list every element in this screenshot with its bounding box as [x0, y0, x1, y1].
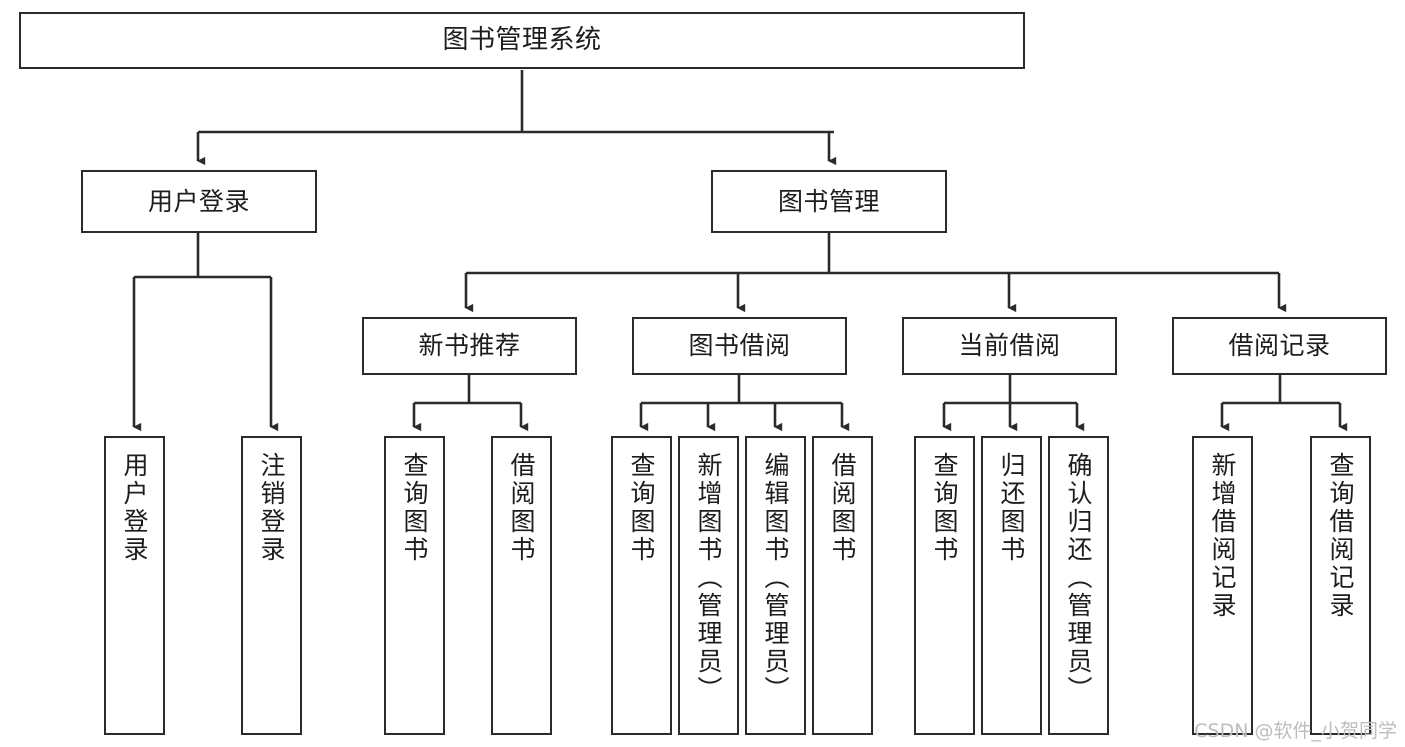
- node-label: 查询图书: [627, 452, 656, 564]
- node-leaf-query-book-3[interactable]: 查询图书: [914, 436, 975, 735]
- node-leaf-return-book[interactable]: 归还图书: [981, 436, 1042, 735]
- node-leaf-edit-book[interactable]: 编辑图书（管理员）: [745, 436, 806, 735]
- csdn-watermark: CSDN @软件_小贺同学: [1194, 720, 1397, 742]
- node-label: 图书管理系统: [442, 25, 602, 56]
- node-user-login[interactable]: 用户登录: [81, 170, 317, 233]
- node-book-management[interactable]: 图书管理: [711, 170, 947, 233]
- node-label: 新书推荐: [418, 331, 521, 361]
- node-label: 图书借阅: [688, 331, 791, 361]
- node-leaf-query-book-1[interactable]: 查询图书: [384, 436, 445, 735]
- node-leaf-user-login[interactable]: 用户登录: [104, 436, 165, 735]
- node-leaf-add-record[interactable]: 新增借阅记录: [1192, 436, 1253, 735]
- node-new-book-recommend[interactable]: 新书推荐: [362, 317, 577, 375]
- node-label: 借阅图书: [507, 452, 536, 564]
- node-leaf-user-logout[interactable]: 注销登录: [241, 436, 302, 735]
- node-label: 注销登录: [257, 452, 286, 564]
- node-label: 用户登录: [147, 186, 250, 216]
- node-leaf-query-book-2[interactable]: 查询图书: [611, 436, 672, 735]
- node-label: 查询图书: [930, 452, 959, 564]
- node-label: 归还图书: [997, 452, 1026, 564]
- node-borrow-record[interactable]: 借阅记录: [1172, 317, 1387, 375]
- node-label: 查询借阅记录: [1326, 452, 1355, 620]
- node-label: 编辑图书（管理员）: [761, 452, 790, 704]
- node-label: 图书管理: [777, 186, 880, 216]
- node-leaf-query-record[interactable]: 查询借阅记录: [1310, 436, 1371, 735]
- node-label: 借阅记录: [1228, 331, 1331, 361]
- node-root-book-management-system[interactable]: 图书管理系统: [19, 12, 1025, 69]
- node-current-borrow[interactable]: 当前借阅: [902, 317, 1117, 375]
- node-leaf-borrow-book-1[interactable]: 借阅图书: [491, 436, 552, 735]
- node-book-borrow[interactable]: 图书借阅: [632, 317, 847, 375]
- node-label: 查询图书: [400, 452, 429, 564]
- node-label: 当前借阅: [958, 331, 1061, 361]
- node-leaf-add-book[interactable]: 新增图书（管理员）: [678, 436, 739, 735]
- node-label: 新增借阅记录: [1208, 452, 1237, 620]
- node-label: 借阅图书: [828, 452, 857, 564]
- node-leaf-borrow-book-2[interactable]: 借阅图书: [812, 436, 873, 735]
- node-label: 确认归还（管理员）: [1064, 452, 1093, 704]
- node-leaf-confirm-return[interactable]: 确认归还（管理员）: [1048, 436, 1109, 735]
- node-label: 新增图书（管理员）: [694, 452, 723, 704]
- node-label: 用户登录: [120, 452, 149, 564]
